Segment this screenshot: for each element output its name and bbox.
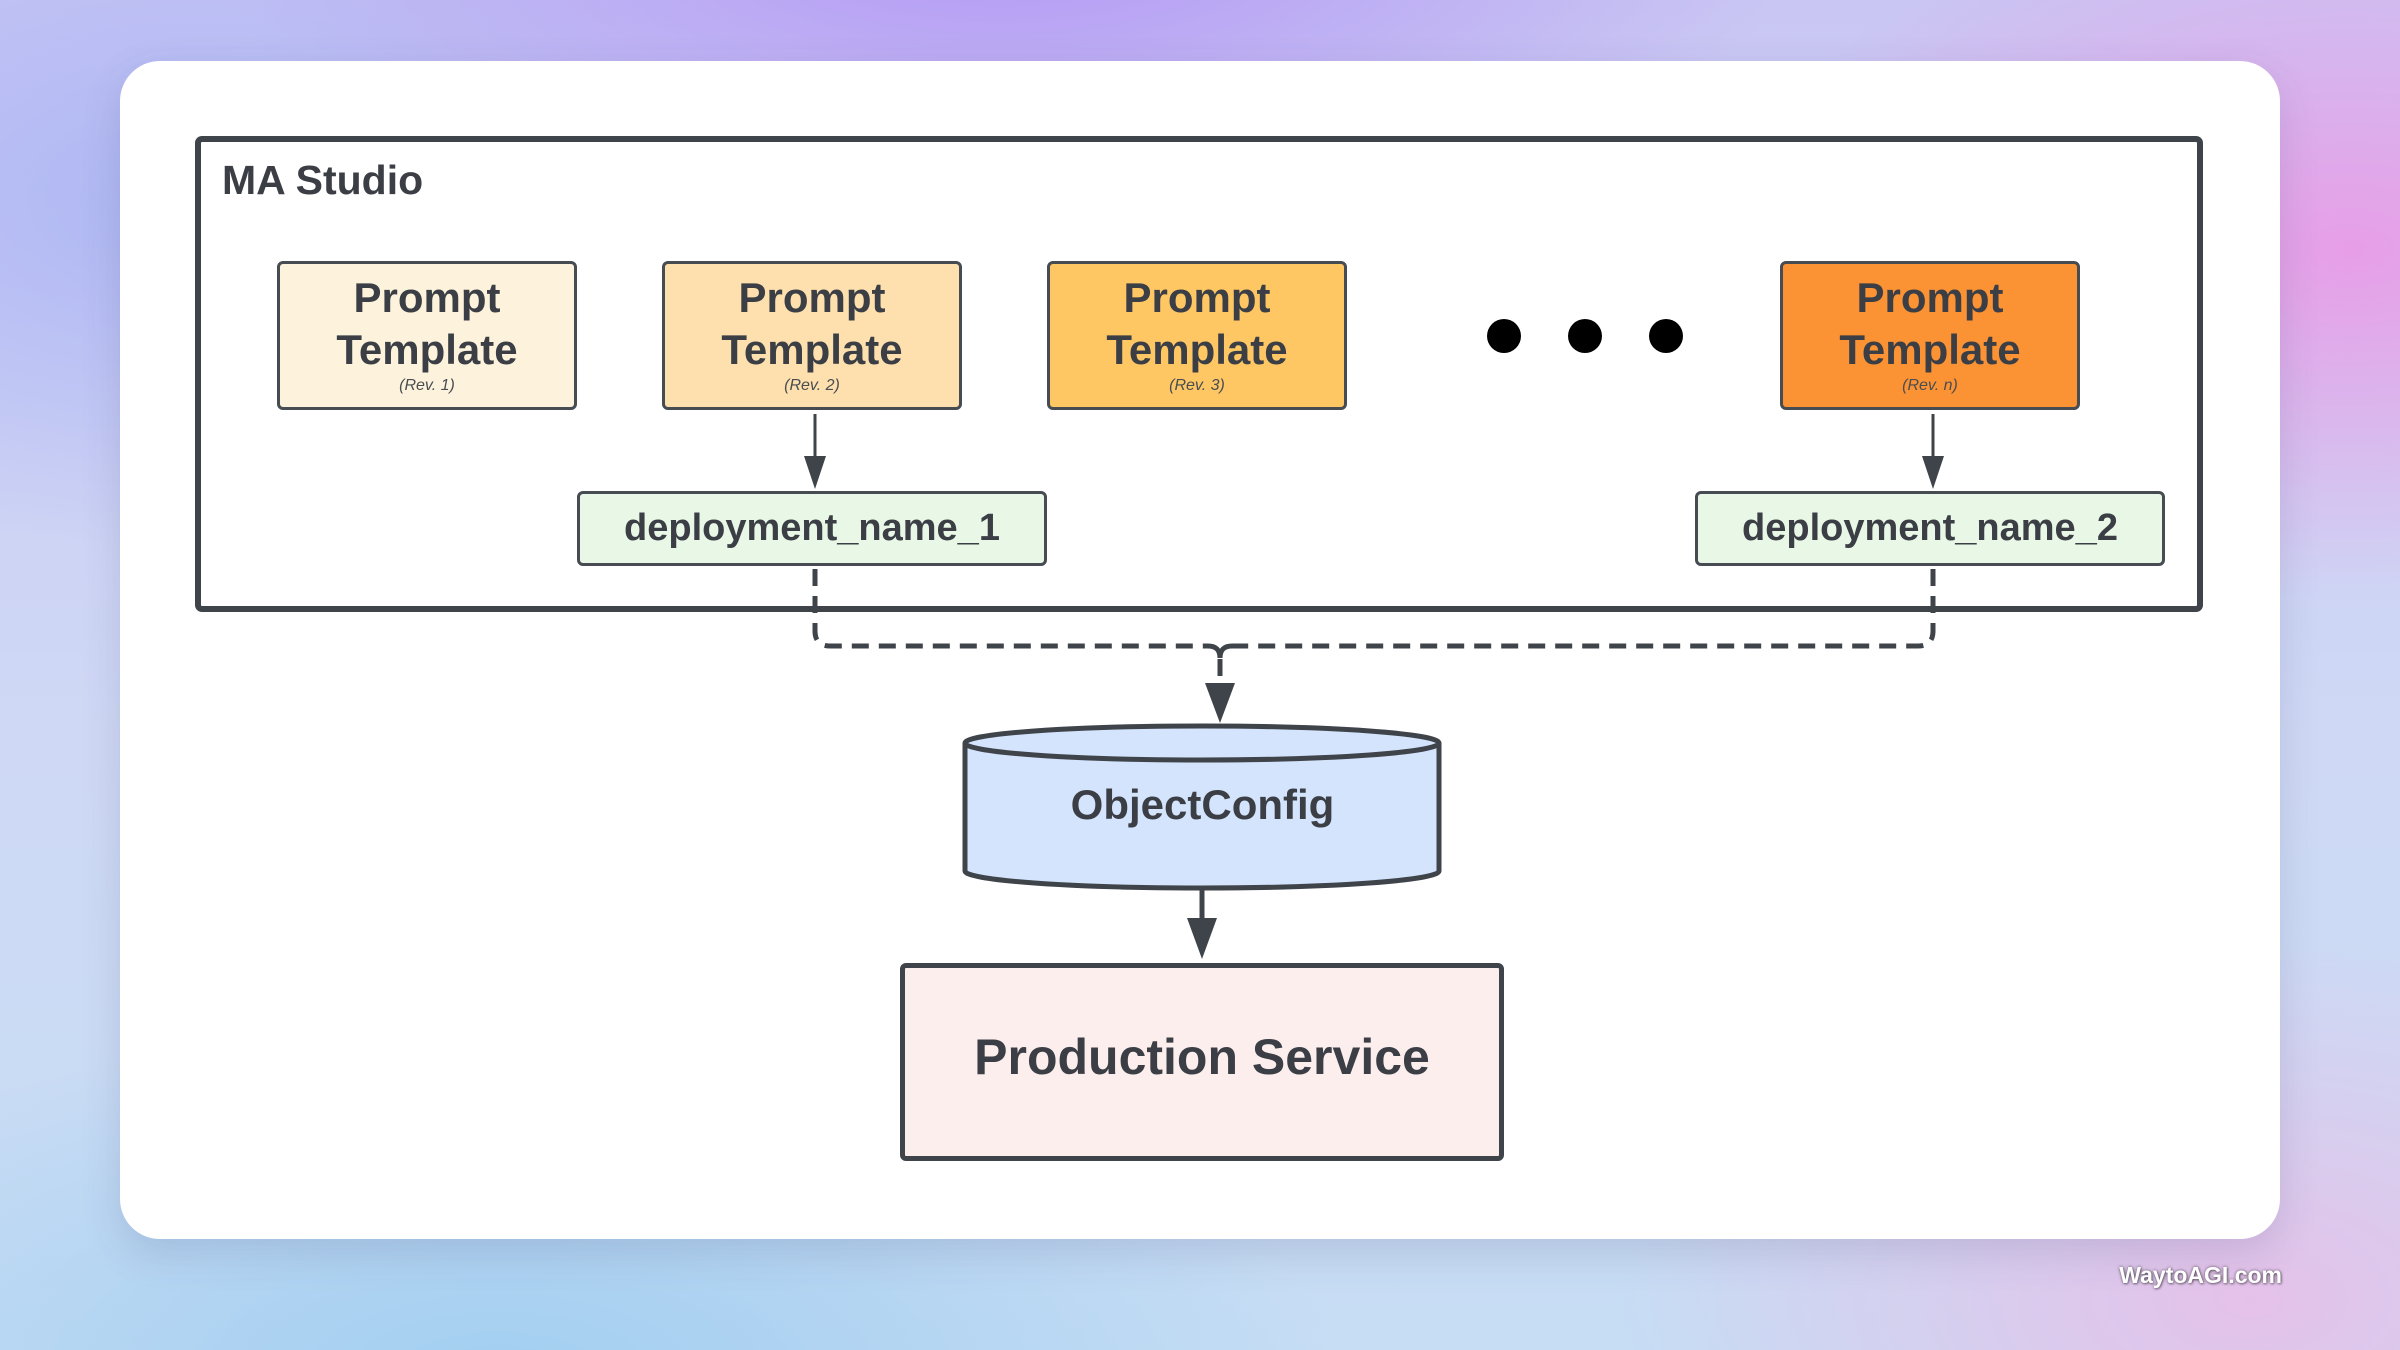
watermark: WaytoAGI.com [2119,1262,2282,1288]
prompt-template-title: Prompt Template [665,272,959,376]
ma-studio-title: MA Studio [222,157,424,203]
revision-label: (Rev. 3) [1169,377,1225,394]
prompt-template-line2: Template [336,326,518,373]
arrow-revn-to-deployment-2 [1922,414,1944,489]
revision-label: (Rev. 1) [399,377,455,394]
arrow-objectconfig-to-production [1187,889,1217,959]
dashed-connectors [812,569,1936,689]
arrowhead-into-objectconfig [1205,683,1235,723]
prompt-template-title: Prompt Template [1050,272,1344,376]
prompt-template-rev-2: Prompt Template (Rev. 2) [662,261,962,410]
prompt-template-title: Prompt Template [1783,272,2077,376]
ellipsis-dot-1 [1487,319,1521,353]
prompt-template-line1: Prompt [353,274,501,321]
prompt-template-line2: Template [721,326,903,373]
diagram-card: MA Studio Prompt Template (Rev. 1) Promp… [120,61,2280,1239]
diagram-connectors [195,136,2203,959]
prompt-template-line1: Prompt [1123,274,1271,321]
prompt-template-rev-3: Prompt Template (Rev. 3) [1047,261,1347,410]
arrow-rev2-to-deployment-1 [804,414,826,489]
prompt-template-line2: Template [1106,326,1288,373]
revision-label: (Rev. 2) [784,377,840,394]
prompt-template-line2: Template [1839,326,2021,373]
objectconfig-cylinder [962,723,1442,891]
objectconfig-label: ObjectConfig [1070,781,1335,828]
deployment-name-2-box: deployment_name_2 [1695,491,2165,566]
revision-label: (Rev. n) [1902,377,1958,394]
prompt-template-line1: Prompt [738,274,886,321]
ellipsis-dot-2 [1568,319,1602,353]
ellipsis-dot-3 [1649,319,1683,353]
ma-studio-container [195,136,2203,612]
prompt-template-rev-1: Prompt Template (Rev. 1) [277,261,577,410]
prompt-template-line1: Prompt [1856,274,2004,321]
deployment-name-1-box: deployment_name_1 [577,491,1047,566]
prompt-template-title: Prompt Template [280,272,574,376]
production-service-box: Production Service [900,963,1504,1161]
prompt-template-rev-n: Prompt Template (Rev. n) [1780,261,2080,410]
